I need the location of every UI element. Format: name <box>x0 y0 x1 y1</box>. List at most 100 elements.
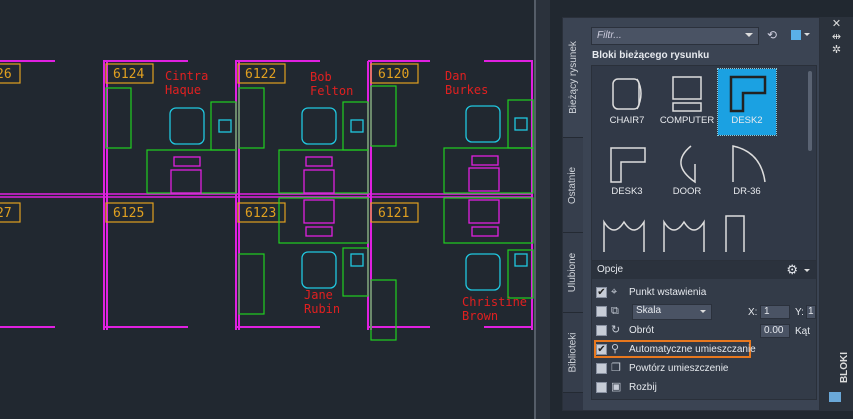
occupant-name: Dan <box>445 69 467 83</box>
options-title: Opcje <box>597 264 624 275</box>
room-label: 27 <box>0 206 12 221</box>
door-icon <box>680 145 696 184</box>
tab-label: Ulubione <box>567 252 579 293</box>
x-label: X: <box>748 307 758 318</box>
occupant-name: Felton <box>310 84 353 98</box>
tab-label: Bieżący rysunek <box>567 41 579 114</box>
block-item[interactable]: DESK2 <box>717 68 777 136</box>
room-label: 6122 <box>245 67 276 82</box>
option-label: Powtórz umieszczenie <box>629 362 729 374</box>
occupant-name: Burkes <box>445 83 488 97</box>
angle-label: Kąt <box>795 326 811 337</box>
y-label: Y: <box>795 307 804 318</box>
block-item[interactable]: DR-36 <box>718 140 776 206</box>
repeat-icon: ❐ <box>611 362 621 374</box>
block-label: COMPUTER <box>659 115 715 126</box>
checkbox[interactable] <box>596 362 607 374</box>
blocks-palette: Bieżący rysunek Ostatnie Ulubione Biblio… <box>562 17 820 411</box>
room-label: 6120 <box>378 67 409 82</box>
desk-icon <box>729 75 767 113</box>
close-icon[interactable]: ✕ <box>831 18 842 30</box>
scale-dropdown[interactable]: Skala <box>632 304 712 320</box>
door-icon <box>732 145 766 183</box>
block-item[interactable]: CHAIR7 <box>598 69 656 135</box>
tab-label: Biblioteki <box>567 332 579 373</box>
tab-label: Ostatnie <box>567 166 579 204</box>
room-label: 6123 <box>245 206 276 221</box>
filter-placeholder: Filtr... <box>597 30 622 41</box>
desk-icon <box>610 147 646 183</box>
insertion-point-icon: ⌖ <box>611 286 618 298</box>
scale-icon: ⧉ <box>611 305 619 317</box>
option-label: Punkt wstawienia <box>629 286 707 298</box>
chair-icon <box>612 78 642 110</box>
palette-titlebar: ✕ ⇹ ✲ BLOKI <box>820 17 853 411</box>
option-label: Rozbij <box>629 381 657 393</box>
occupant-name: Brown <box>462 309 498 323</box>
block-item[interactable]: COMPUTER <box>658 69 716 135</box>
block-label: DR-36 <box>733 186 761 197</box>
occupant-name: Jane <box>304 288 333 302</box>
blocks-icon <box>829 392 841 402</box>
tab-favorites[interactable]: Ulubione <box>563 233 583 313</box>
block-item[interactable]: DESK3 <box>598 140 656 206</box>
drawing-canvas[interactable]: 26 27 6124 6122 6120 6125 6123 6121 Cint… <box>0 0 534 419</box>
computer-icon <box>672 76 702 112</box>
explode-option[interactable]: ▣ Rozbij <box>596 379 657 395</box>
room-label: 6125 <box>113 206 144 221</box>
scale-option[interactable]: ⧉ <box>596 303 625 319</box>
occupant-name: Rubin <box>304 302 340 316</box>
checkbox[interactable] <box>596 381 607 393</box>
blocks-grid: CHAIR7 COMPUTER DESK2 DESK3 DOOR DR-36 <box>591 65 817 261</box>
tab-libraries[interactable]: Biblioteki <box>563 313 583 393</box>
load-blocks-icon[interactable]: ⟲ <box>767 28 778 42</box>
scale-value: Skala <box>636 305 662 316</box>
more-blocks[interactable] <box>598 214 778 254</box>
checkbox[interactable] <box>596 305 607 317</box>
tab-recent[interactable]: Ostatnie <box>563 138 583 233</box>
filter-input[interactable]: Filtr... <box>591 27 759 45</box>
x-scale-input[interactable]: 1 <box>760 305 790 319</box>
occupant-name: Cintra <box>165 69 208 83</box>
block-label: DESK2 <box>731 115 763 126</box>
gear-icon[interactable]: ⚙ <box>786 262 798 277</box>
occupant-name: Haque <box>165 83 201 97</box>
angle-input[interactable]: 0.00 <box>760 324 790 338</box>
option-label: Obrót <box>629 324 655 336</box>
options-section: Opcje ⚙ ✔ ⌖ Punkt wstawienia ⧉ Skala X: 1 Y… <box>591 260 817 400</box>
occupant-name: Christine <box>462 295 527 309</box>
room-label: 6124 <box>113 67 144 82</box>
section-title: Bloki bieżącego rysunku <box>592 50 710 61</box>
view-icon[interactable] <box>791 30 801 40</box>
repeat-placement-option[interactable]: ❐ Powtórz umieszczenie <box>596 360 728 376</box>
auto-placement-icon: ⚲ <box>611 343 620 355</box>
checkbox-checked[interactable]: ✔ <box>596 286 607 298</box>
scrollbar[interactable] <box>808 71 812 151</box>
room-label: 26 <box>0 67 12 82</box>
checkbox[interactable] <box>596 324 607 336</box>
computer-icon <box>170 155 500 237</box>
chair-icon <box>169 105 528 291</box>
pin-icon[interactable]: ⇹ <box>831 31 842 43</box>
highlight-box <box>594 340 751 358</box>
splitter[interactable] <box>534 0 550 419</box>
block-label: CHAIR7 <box>609 115 645 126</box>
block-label: DESK3 <box>611 186 643 197</box>
insertion-point-option[interactable]: ✔ ⌖ Punkt wstawienia <box>596 284 706 300</box>
rotate-icon: ↻ <box>611 324 621 336</box>
room-label: 6121 <box>378 206 409 221</box>
settings-icon[interactable]: ✲ <box>831 44 842 56</box>
chevron-down-icon <box>700 310 706 316</box>
auto-placement-option[interactable]: ✔ ⚲ Automatyczne umieszczanie <box>596 341 756 357</box>
y-scale-input[interactable]: 1 <box>806 305 816 319</box>
rotation-option[interactable]: ↻ Obrót <box>596 322 654 338</box>
palette-title: BLOKI <box>839 351 851 384</box>
chevron-down-icon[interactable] <box>804 269 810 275</box>
explode-icon: ▣ <box>611 381 622 393</box>
option-label: Automatyczne umieszczanie <box>629 343 756 355</box>
occupant-name: Bob <box>310 70 332 84</box>
chevron-down-icon[interactable] <box>804 33 810 39</box>
block-item[interactable]: DOOR <box>658 140 716 206</box>
checkbox-checked[interactable]: ✔ <box>596 343 607 355</box>
tab-current-drawing[interactable]: Bieżący rysunek <box>563 18 583 138</box>
